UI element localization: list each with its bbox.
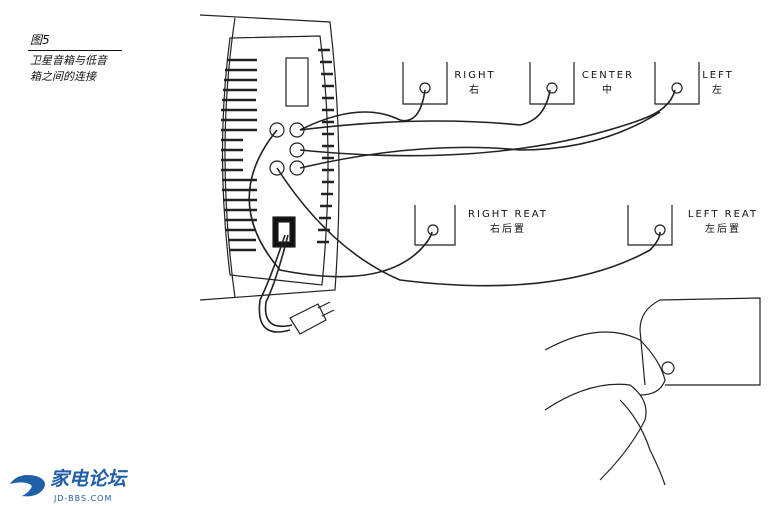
label-cn: 右后置 xyxy=(490,224,526,235)
label-left-rear: LEFT REAT 左后置 xyxy=(680,207,766,237)
label-en: LEFT REAT xyxy=(687,209,759,220)
logo-url: JD-BBS.COM xyxy=(54,494,113,503)
satellite-speakers xyxy=(402,62,700,246)
label-right-rear: RIGHT REAT 右后置 xyxy=(460,207,556,237)
label-en: RIGHT REAT xyxy=(468,209,548,220)
label-cn: 左后置 xyxy=(705,224,741,235)
label-cn: 中 xyxy=(602,85,614,96)
label-en: LEFT xyxy=(702,70,734,81)
label-en: CENTER xyxy=(581,70,635,81)
speaker-cables xyxy=(248,89,676,333)
label-cn: 右 xyxy=(469,85,481,96)
label-center: CENTER 中 xyxy=(575,68,641,98)
hand-connecting-wire xyxy=(544,297,761,486)
logo-name: 家电论坛 xyxy=(50,468,127,490)
caption-line-1: 卫星音箱与低音 xyxy=(30,54,107,67)
caption-line-2: 箱之间的连接 xyxy=(30,70,96,83)
power-plug xyxy=(289,301,335,335)
caption-divider xyxy=(28,50,122,51)
subwoofer xyxy=(199,14,340,301)
label-right: RIGHT 右 xyxy=(448,68,502,98)
label-en: RIGHT xyxy=(454,70,496,81)
label-cn: 左 xyxy=(712,85,724,96)
label-left: LEFT 左 xyxy=(696,68,740,98)
figure-number: 图5 xyxy=(30,33,50,47)
logo-swirl-icon xyxy=(10,475,45,497)
